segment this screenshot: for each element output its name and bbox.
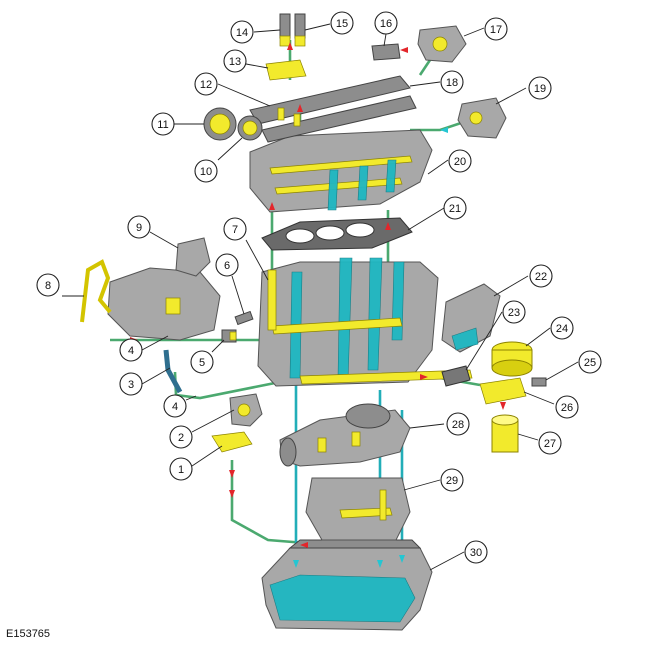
callout-20: 20 [448, 149, 472, 173]
callout-29: 29 [440, 468, 464, 492]
turbo-oil-feed-line [80, 259, 112, 323]
svg-text:4: 4 [172, 401, 178, 413]
crankshaft [279, 403, 411, 467]
oil-cooler [491, 341, 533, 377]
svg-text:22: 22 [535, 271, 547, 283]
svg-text:13: 13 [229, 56, 241, 68]
svg-text:7: 7 [232, 224, 238, 236]
svg-text:28: 28 [452, 419, 464, 431]
svg-text:2: 2 [178, 432, 184, 444]
callout-4a: 4 [119, 338, 143, 362]
svg-text:4: 4 [128, 345, 134, 357]
vct-solenoids [265, 13, 307, 81]
callout-14: 14 [230, 20, 254, 44]
callout-6: 6 [215, 253, 239, 277]
callout-5: 5 [190, 350, 214, 374]
callout-3: 3 [119, 372, 143, 396]
oil-filter-housing [479, 377, 527, 405]
oil-filter [491, 414, 519, 453]
callout-7: 7 [223, 217, 247, 241]
cam-cap [371, 43, 401, 61]
turbocharger [107, 237, 221, 341]
oil-pan [261, 539, 433, 631]
svg-text:26: 26 [561, 402, 573, 414]
svg-text:18: 18 [446, 77, 458, 89]
camshafts [249, 75, 417, 143]
oil-pump [229, 393, 263, 427]
cylinder-block [257, 257, 473, 387]
callout-8: 8 [36, 273, 60, 297]
svg-text:16: 16 [380, 18, 392, 30]
svg-text:1: 1 [178, 464, 184, 476]
filter-housing-gasket [441, 365, 471, 387]
svg-text:23: 23 [508, 307, 520, 319]
svg-text:6: 6 [224, 260, 230, 272]
oil-level-sensor [531, 377, 547, 387]
callout-16: 16 [374, 11, 398, 35]
callout-21: 21 [443, 196, 467, 220]
svg-text:27: 27 [544, 438, 556, 450]
svg-text:29: 29 [446, 475, 458, 487]
callout-1: 1 [169, 457, 193, 481]
callout-2: 2 [169, 425, 193, 449]
callout-4b: 4 [163, 394, 187, 418]
svg-text:17: 17 [490, 24, 502, 36]
callout-22: 22 [529, 264, 553, 288]
callout-13: 13 [223, 49, 247, 73]
svg-text:5: 5 [199, 357, 205, 369]
callout-18: 18 [440, 70, 464, 94]
bedplate [305, 477, 411, 541]
svg-text:14: 14 [236, 27, 248, 39]
oil-pressure-switch [221, 329, 237, 343]
callout-17: 17 [484, 17, 508, 41]
svg-text:21: 21 [449, 203, 461, 215]
document-code: E153765 [6, 628, 51, 640]
callout-11: 11 [151, 112, 175, 136]
timing-cover [441, 283, 501, 353]
callout-26: 26 [555, 395, 579, 419]
callout-28: 28 [446, 412, 470, 436]
svg-text:12: 12 [200, 79, 212, 91]
head-gasket [261, 217, 413, 251]
callout-15: 15 [330, 11, 354, 35]
oil-pickup [211, 431, 253, 453]
svg-text:30: 30 [470, 547, 482, 559]
svg-text:20: 20 [454, 156, 466, 168]
callout-27: 27 [538, 431, 562, 455]
vacuum-pump [417, 25, 467, 63]
cam-sprockets [203, 107, 263, 141]
piston-cooling-jet [234, 310, 254, 326]
leader-lines [62, 23, 579, 571]
callout-12: 12 [194, 72, 218, 96]
callout-25: 25 [578, 350, 602, 374]
callout-9: 9 [127, 215, 151, 239]
svg-text:24: 24 [556, 323, 568, 335]
svg-text:8: 8 [45, 280, 51, 292]
svg-text:11: 11 [157, 119, 168, 131]
svg-text:10: 10 [200, 166, 212, 178]
turbo-oil-return [163, 349, 183, 394]
svg-text:25: 25 [584, 357, 596, 369]
cylinder-head [249, 129, 433, 213]
callout-24: 24 [550, 316, 574, 340]
callout-23: 23 [502, 300, 526, 324]
svg-text:19: 19 [534, 83, 546, 95]
callout-10: 10 [194, 159, 218, 183]
callout-30: 30 [464, 540, 488, 564]
callout-19: 19 [528, 76, 552, 100]
fuel-pump [457, 97, 507, 139]
svg-text:3: 3 [128, 379, 134, 391]
svg-text:9: 9 [136, 222, 142, 234]
svg-text:15: 15 [336, 18, 348, 30]
